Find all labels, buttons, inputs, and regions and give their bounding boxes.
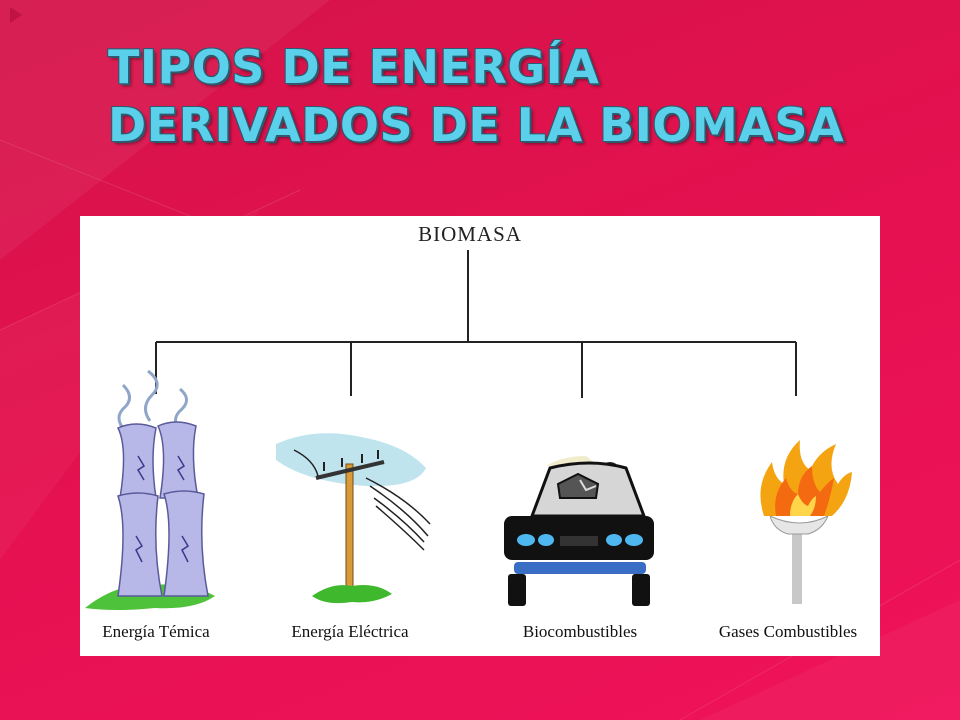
slide-bullet-arrow-icon xyxy=(10,7,22,23)
biomass-diagram: BIOMASA Energía Témica Energía Eléctrica… xyxy=(80,216,880,656)
slide-title: TIPOS DE ENERGÍA DERIVADOS DE LA BIOMASA xyxy=(108,38,948,154)
branch-label-thermal: Energía Témica xyxy=(102,622,210,641)
power-plant-icon xyxy=(85,369,215,610)
branch-label-gases: Gases Combustibles xyxy=(718,622,858,641)
utility-pole-icon xyxy=(276,433,431,604)
connector-lines xyxy=(155,250,797,398)
slide-title-line-2: DERIVADOS DE LA BIOMASA xyxy=(108,98,845,152)
diagram-root-label: BIOMASA xyxy=(418,222,522,246)
slide-title-line-1: TIPOS DE ENERGÍA xyxy=(108,40,600,94)
car-icon xyxy=(504,456,654,606)
diagram-graphics xyxy=(85,250,852,610)
flame-torch-icon xyxy=(760,440,852,604)
branch-label-biofuels: Biocombustibles xyxy=(522,622,638,641)
branch-label-electric: Energía Eléctrica xyxy=(291,622,409,641)
